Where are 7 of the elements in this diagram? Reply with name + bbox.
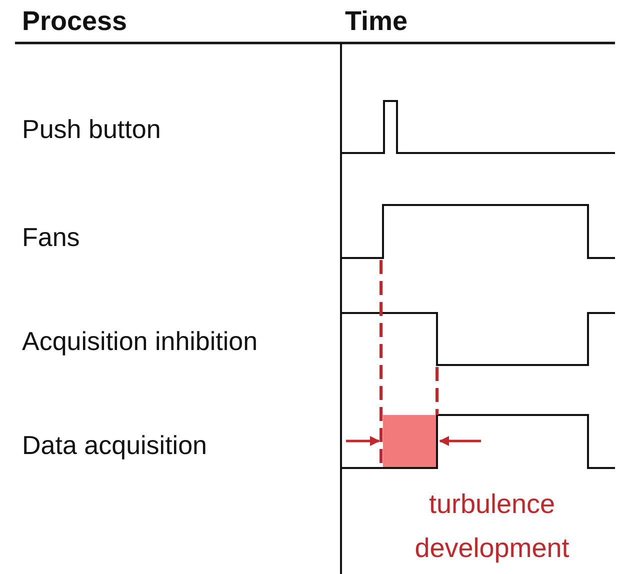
- signal-label: Fans: [22, 222, 80, 252]
- column-header: Process: [22, 6, 128, 36]
- column-header: Time: [345, 6, 408, 36]
- annotation-text: turbulence development: [414, 488, 570, 565]
- signal-label: Push button: [22, 114, 161, 144]
- signal-label: Data acquisition: [22, 430, 207, 460]
- signal-label: Acquisition inhibition: [22, 326, 258, 356]
